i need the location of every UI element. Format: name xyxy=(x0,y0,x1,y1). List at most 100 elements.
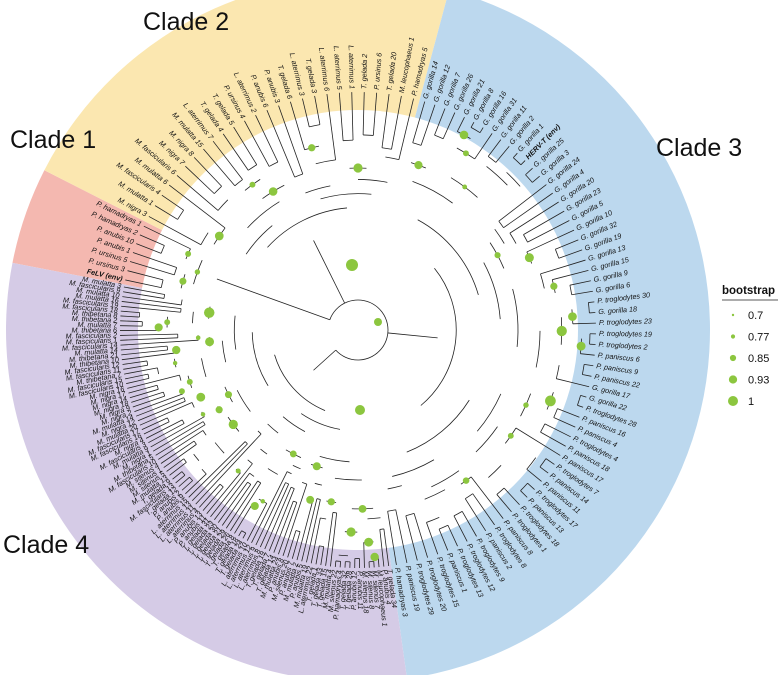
clade-2-label: Clade 2 xyxy=(143,8,229,36)
branch-radial xyxy=(325,512,334,566)
branch-arc xyxy=(498,220,504,228)
branch-arc xyxy=(540,423,546,433)
branch-radial xyxy=(255,482,286,546)
branch-arc xyxy=(181,419,185,424)
bootstrap-dot xyxy=(164,319,171,326)
branch-radial xyxy=(123,364,148,370)
bootstrap-dot xyxy=(494,252,501,259)
branch-arc xyxy=(475,426,498,453)
branch-radial xyxy=(527,482,535,490)
branch-radial xyxy=(351,92,354,141)
legend-swatch xyxy=(728,396,738,406)
branch-radial xyxy=(557,408,580,418)
branch-arc xyxy=(412,181,453,204)
branch-radial xyxy=(545,458,555,465)
branch-radial xyxy=(120,310,140,314)
branch-radial xyxy=(470,121,475,128)
branch-radial xyxy=(216,278,330,321)
branch-radial xyxy=(127,374,180,389)
branch-radial xyxy=(131,391,164,403)
branch-radial xyxy=(121,352,177,361)
branch-radial xyxy=(242,532,247,539)
bootstrap-dot xyxy=(250,501,259,511)
branch-arc xyxy=(553,408,558,418)
bootstrap-dot xyxy=(556,325,567,337)
branch-radial xyxy=(338,92,344,141)
branch-arc xyxy=(535,330,541,368)
branch-radial xyxy=(330,512,338,567)
branch-arc xyxy=(193,453,200,461)
branch-arc xyxy=(426,517,440,523)
branch-arc xyxy=(520,482,528,491)
bootstrap-dot xyxy=(289,450,297,458)
leaf-label: M. thibetana 8 xyxy=(72,308,118,320)
branch-radial xyxy=(246,503,268,541)
branch-radial xyxy=(315,545,320,565)
branch-radial xyxy=(120,337,178,341)
branch-radial xyxy=(556,378,590,388)
branch-arc xyxy=(357,179,388,183)
legend-label: 1 xyxy=(748,396,754,408)
branch-arc xyxy=(251,332,269,386)
branch-arc xyxy=(506,172,521,187)
leaf-label: P. hamadryas 4 xyxy=(331,570,344,620)
branch-radial xyxy=(123,286,165,295)
branch-radial xyxy=(203,148,236,187)
branch-radial xyxy=(526,468,542,482)
branch-radial xyxy=(230,482,262,532)
branch-radial xyxy=(301,498,318,562)
branch-arc xyxy=(217,199,229,211)
branch-arc xyxy=(417,219,479,295)
branch-radial xyxy=(313,349,337,371)
bootstrap-dot xyxy=(355,405,365,415)
branch-radial xyxy=(387,332,438,339)
branch-radial xyxy=(169,462,187,476)
bootstrap-dot xyxy=(312,462,321,471)
branch-arc xyxy=(234,179,243,187)
branch-radial xyxy=(121,301,182,309)
branch-arc xyxy=(465,493,473,500)
branch-radial xyxy=(264,487,292,550)
branch-arc xyxy=(554,249,560,259)
branch-radial xyxy=(225,480,258,529)
bootstrap-dot xyxy=(346,259,358,271)
branch-radial xyxy=(426,522,439,555)
branch-radial xyxy=(282,483,308,556)
branch-radial xyxy=(472,493,495,526)
branch-radial xyxy=(143,225,191,250)
branch-radial xyxy=(120,339,199,346)
bootstrap-dot xyxy=(215,406,223,414)
branch-radial xyxy=(313,240,346,304)
branch-radial xyxy=(128,384,158,394)
bootstrap-dot xyxy=(346,527,356,537)
bootstrap-dot xyxy=(568,312,577,321)
leaf-label: M. fascicularis 2 xyxy=(65,330,117,340)
bootstrap-dot xyxy=(459,130,469,140)
branch-radial xyxy=(464,498,487,532)
branch-arc xyxy=(193,440,197,445)
branch-radial xyxy=(558,249,583,259)
branch-arc xyxy=(453,511,463,517)
branch-arc xyxy=(343,139,354,142)
branch-radial xyxy=(540,259,586,275)
branch-arc xyxy=(257,430,262,435)
branch-radial xyxy=(555,239,579,250)
branch-radial xyxy=(123,291,165,299)
branch-radial xyxy=(259,483,290,548)
branch-radial xyxy=(503,487,520,506)
bootstrap-dot xyxy=(249,181,256,188)
branch-arc xyxy=(201,358,207,377)
leaf-label: M. fascicularis 1 xyxy=(66,335,118,346)
branch-radial xyxy=(523,210,565,235)
branch-arc xyxy=(183,458,187,463)
branch-radial xyxy=(553,417,576,428)
branch-arc xyxy=(392,459,435,477)
bootstrap-dot xyxy=(172,345,181,355)
branch-arc xyxy=(163,294,166,299)
branch-radial xyxy=(124,373,149,380)
branch-radial xyxy=(391,95,402,150)
clade-sectors xyxy=(6,0,710,675)
branch-radial xyxy=(210,463,253,518)
bootstrap-dot xyxy=(235,468,241,474)
branch-arc xyxy=(179,375,182,381)
